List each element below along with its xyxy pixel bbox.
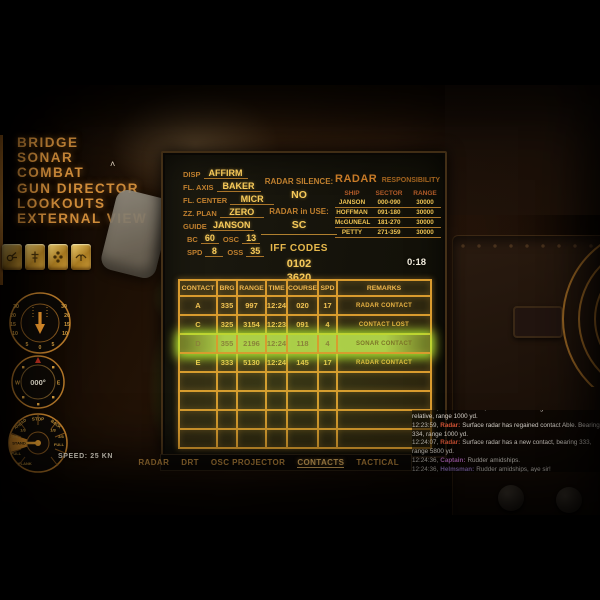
formation-fields: DISP AFFIRM FL. AXIS BAKER FL. CENTER MI… (183, 169, 291, 260)
compass-gauge: W E 000° (11, 355, 65, 409)
radar-repeater-rings (562, 244, 600, 387)
radio-log: 12:23:50,Sonar:Combat, sonar. Contact. D… (412, 410, 600, 472)
engine-telegraph: STOP AHEAD BACK 1/3 2/3 STAND FULL FLANK… (8, 413, 68, 473)
cic-scene: BRIDGE SONAR COMBAT GUN DIRECTOR LOOKOUT… (0, 85, 600, 515)
field-bc-osc: BC 60 OSC 13 (183, 234, 291, 244)
contact-table: CONTACT BRG RANGE TIME COURSE SPD REMARK… (178, 279, 432, 449)
eagle-icon (75, 254, 87, 261)
mouse-cursor-icon: ˄ (110, 159, 116, 169)
svg-text:FULL: FULL (54, 442, 65, 447)
telegraph-active-label: STAND (12, 441, 26, 446)
status-board: DISP AFFIRM FL. AXIS BAKER FL. CENTER MI… (161, 151, 447, 458)
iff-code-1: 0102 (286, 258, 312, 270)
radar-in-use-value: SC (291, 219, 307, 231)
pipe-flange (556, 487, 582, 513)
contact-row-c[interactable]: C 325 3154 12:23 091 4 CONTACT LOST (180, 316, 430, 335)
iff-codes-title: IFF CODES (270, 243, 328, 254)
svg-text:STOP: STOP (32, 417, 44, 422)
svg-text:5: 5 (52, 342, 55, 348)
mast-icon (31, 251, 39, 263)
contact-row-empty (180, 430, 430, 447)
iff-code-2: 3620 (286, 272, 312, 284)
log-line: 12:23:50,Sonar:Combat, sonar. Contact. D… (412, 410, 586, 421)
tab-drt[interactable]: DRT (181, 458, 199, 467)
tab-radar[interactable]: RADAR (138, 458, 170, 467)
station-tab-bar: RADAR DRT OSC PROJECTOR CONTACTS TACTICA… (138, 454, 412, 471)
tab-osc-projector[interactable]: OSC PROJECTOR (210, 458, 286, 467)
menu-item-sonar[interactable]: SONAR (17, 150, 74, 166)
tab-contacts[interactable]: CONTACTS (297, 457, 345, 468)
pipe-flanges (498, 481, 598, 515)
svg-text:10: 10 (62, 331, 68, 337)
menu-item-combat[interactable]: COMBAT (17, 165, 85, 181)
menu-item-lookouts[interactable]: LOOKOUTS (17, 195, 106, 211)
divider (261, 234, 337, 235)
gun-mount-button[interactable] (2, 244, 22, 270)
tab-tactical[interactable]: TACTICAL (356, 458, 399, 467)
field-spd-oss: SPD 8 OSS 35 (183, 247, 291, 257)
gun-mount-icon (6, 252, 17, 262)
machinery-upper (445, 85, 600, 215)
rudder-angle-gauge: 30 20 15 10 5 0 5 10 15 20 30 (9, 292, 71, 354)
field-fl-center: FL. CENTER MICR (183, 195, 291, 205)
station-quick-buttons (2, 244, 91, 270)
contact-table-header: CONTACT BRG RANGE TIME COURSE SPD REMARK… (180, 281, 430, 297)
junction-box (513, 306, 563, 338)
svg-text:1/3: 1/3 (50, 428, 56, 433)
svg-text:15: 15 (10, 322, 16, 328)
contact-row-empty (180, 392, 430, 411)
svg-text:2/3: 2/3 (58, 434, 64, 439)
speed-readout: SPEED: 25 KN (58, 453, 114, 460)
svg-text:15: 15 (64, 322, 70, 328)
field-guide: GUIDE JANSON (183, 221, 291, 231)
svg-text:FULL: FULL (11, 451, 22, 456)
contact-row-d-highlighted[interactable]: D 355 2196 12:24 118 4 SONAR CONTACT (180, 335, 430, 354)
rudder-needle (35, 312, 45, 334)
svg-text:10: 10 (12, 331, 18, 337)
svg-text:2/3: 2/3 (12, 434, 18, 439)
svg-text:BACK: BACK (50, 418, 62, 429)
menu-item-bridge[interactable]: BRIDGE (17, 135, 79, 150)
log-line: 12:24:36,Captain:Rudder amidships. (412, 456, 520, 464)
menu-accent-bar (0, 135, 3, 285)
rivet-row (459, 242, 597, 250)
compass-heading: 000° (30, 378, 46, 387)
pipe-flange (498, 485, 524, 511)
formation-button[interactable] (48, 244, 68, 270)
radar-silence-value: NO (291, 189, 307, 201)
svg-text:E: E (57, 381, 61, 387)
radar-status-column: RADAR SILENCE: NO RADAR in USE: SC IFF C… (257, 171, 341, 284)
svg-text:5: 5 (26, 342, 29, 348)
compass-index (35, 357, 41, 363)
contact-row-empty (180, 373, 430, 392)
log-line: 12:24:36,Helmsman:Rudder amidships, aye … (412, 465, 551, 472)
menu-item-gun-director[interactable]: GUN DIRECTOR (17, 180, 140, 196)
mast-button[interactable] (25, 244, 45, 270)
contact-row-a[interactable]: A 335 997 12:24 020 17 RADAR CONTACT (180, 297, 430, 316)
log-line: 12:23:59,Radar:Surface radar has regaine… (412, 422, 600, 438)
formation-dots-icon (53, 251, 63, 263)
eagle-button[interactable] (71, 244, 91, 270)
contact-row-empty (180, 411, 430, 430)
contact-row-e[interactable]: E 333 5130 12:24 145 17 RADAR CONTACT (180, 354, 430, 373)
svg-text:1/3: 1/3 (20, 428, 26, 433)
log-line: 12:24:07,Radar:Surface radar has a new c… (412, 439, 592, 455)
field-fl-axis: FL. AXIS BAKER (183, 182, 291, 192)
radar-silence-label: RADAR SILENCE: (264, 177, 334, 186)
responsibility-title: RADAR (335, 173, 378, 185)
svg-text:0: 0 (39, 345, 42, 351)
field-disp: DISP AFFIRM (183, 169, 291, 179)
svg-text:30: 30 (13, 304, 19, 310)
svg-text:30: 30 (61, 304, 67, 310)
svg-text:FLANK: FLANK (18, 461, 32, 466)
svg-text:20: 20 (10, 313, 16, 319)
radar-responsibility-table: RADAR RESPONSIBILITY SHIP SECTOR RANGE J… (335, 173, 441, 238)
field-zz-plan: ZZ. PLAN ZERO (183, 208, 291, 218)
svg-text:20: 20 (64, 313, 70, 319)
svg-text:W: W (15, 381, 20, 387)
radar-in-use-label: RADAR in USE: (269, 207, 329, 216)
board-timer: 0:18 (407, 257, 427, 268)
